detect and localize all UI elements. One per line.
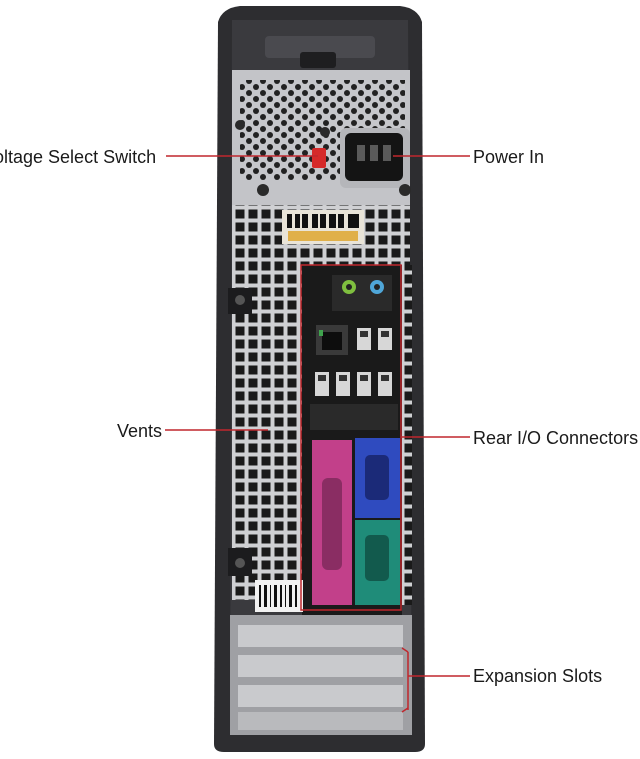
- barcode-label: [282, 210, 364, 244]
- top-handle: [265, 36, 375, 58]
- label-power-in: Power In: [473, 147, 545, 167]
- expansion-slots: [230, 615, 412, 735]
- psu-screw: [320, 127, 330, 137]
- psu-screw: [399, 184, 411, 196]
- psu-screw: [235, 120, 245, 130]
- power-in-socket: [345, 133, 403, 181]
- label-expansion-slots: Expansion Slots: [473, 666, 603, 686]
- chassis-screw: [235, 295, 245, 305]
- vent-grille: [232, 205, 304, 600]
- label-voltage-select-switch: oltage Select Switch: [0, 147, 157, 167]
- chassis-screw: [235, 558, 245, 568]
- psu-screw: [257, 184, 269, 196]
- label-rear-io-connectors: Rear I/O Connectors: [473, 428, 639, 448]
- voltage-select-switch: [312, 148, 326, 168]
- barcode-label: [255, 580, 303, 612]
- rear-io-panel: [302, 265, 402, 615]
- latch: [300, 52, 336, 68]
- label-vents: Vents: [117, 421, 163, 441]
- callout-lines: [165, 155, 470, 713]
- vent-grille: [400, 265, 412, 605]
